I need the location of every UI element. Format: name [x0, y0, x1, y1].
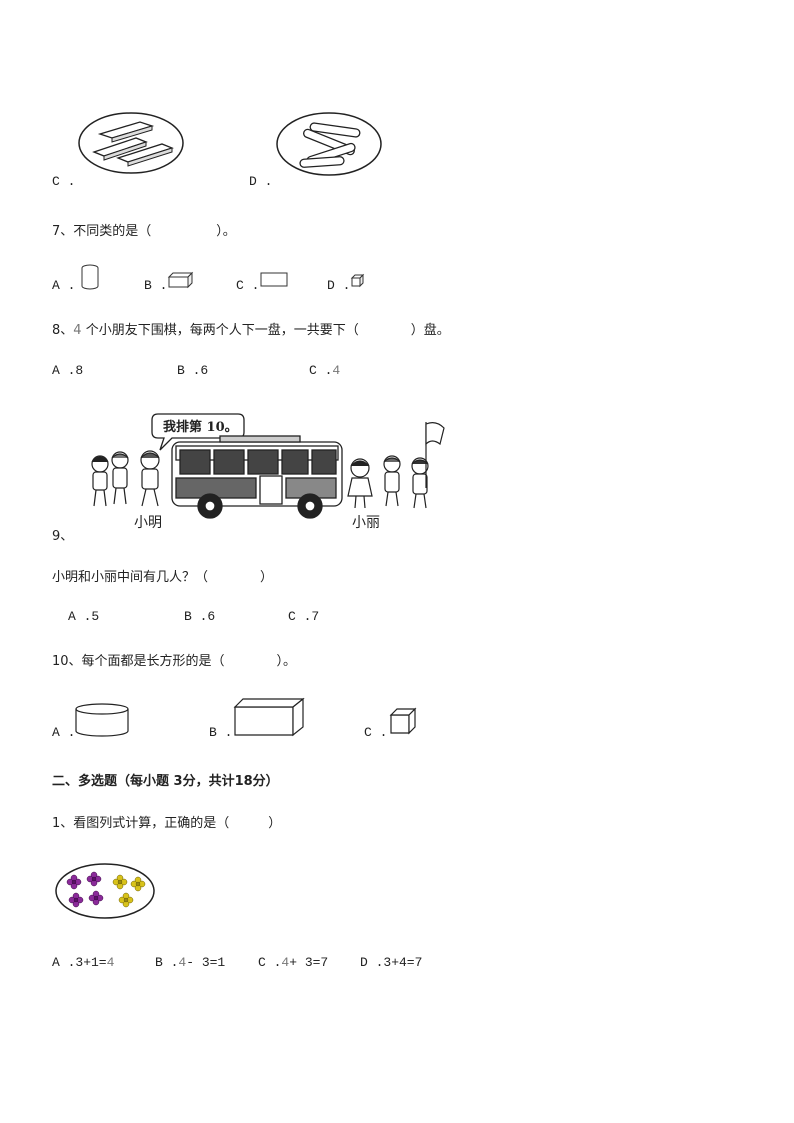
bus: [171, 435, 343, 519]
q8-option-c-prefix: C .: [309, 363, 333, 378]
rectangle-icon: [260, 272, 288, 287]
q8-option-c-value: 4: [332, 363, 341, 378]
speech-bubble-text: 我排第 10。: [163, 420, 238, 435]
bus-queue-illustration: [91, 413, 445, 519]
m1-option-b[interactable]: B .4- 3=1: [155, 955, 225, 970]
cylinder-icon: [81, 264, 99, 290]
name-xiaoming: 小明: [134, 515, 162, 531]
m1-stem: 1、看图列式计算，正确的是（ ）: [52, 816, 282, 831]
q10-option-b[interactable]: B .: [209, 725, 233, 740]
cylinder-shape: [75, 703, 129, 737]
purple-flowers: [66, 871, 104, 908]
q8-option-a[interactable]: A .8: [52, 363, 84, 378]
q7-option-b[interactable]: B .: [144, 278, 168, 293]
q8-stem-prefix: 8、: [52, 323, 74, 338]
q6-option-c[interactable]: C .: [52, 174, 76, 189]
round-sticks-image: [276, 112, 382, 176]
flowers-plate-image: [55, 863, 155, 919]
q10-option-c[interactable]: C .: [364, 725, 388, 740]
q10-stem: 10、每个面都是长方形的是（ ）。: [52, 654, 297, 669]
cuboid-icon: [167, 271, 194, 289]
yellow-flowers: [112, 874, 146, 908]
m1-option-c-value: 4: [281, 955, 290, 970]
cube-icon: [350, 273, 365, 288]
q7-stem: 7、不同类的是（ ）。: [52, 224, 236, 239]
m1-option-a[interactable]: A .3+1=4: [52, 955, 114, 970]
children-left: [91, 450, 160, 507]
children-right: [347, 422, 445, 509]
q8-option-b[interactable]: B .6: [177, 363, 209, 378]
q9-stem: 小明和小丽中间有几人？（ ）: [52, 570, 274, 585]
speech-bubble: [151, 413, 245, 451]
q10-option-a[interactable]: A .: [52, 725, 76, 740]
name-xiaoli: 小丽: [352, 515, 380, 531]
m1-option-b-prefix: B .: [155, 955, 179, 970]
flat-blocks-image: [78, 112, 184, 174]
q7-option-a[interactable]: A .: [52, 278, 76, 293]
cuboid-shape: [233, 697, 305, 737]
m1-option-d[interactable]: D .3+4=7: [360, 955, 423, 970]
q9-option-b[interactable]: B .6: [184, 609, 216, 624]
m1-option-c-rest: + 3=7: [289, 955, 329, 970]
q6-option-d[interactable]: D .: [249, 174, 273, 189]
m1-option-b-value: 4: [178, 955, 187, 970]
q9-option-c[interactable]: C .7: [288, 609, 320, 624]
q8-stem-rest: 个小朋友下围棋，每两个人下一盘，一共要下（ ）盘。: [81, 323, 450, 338]
q9-number: 9、: [52, 529, 74, 544]
q7-option-c[interactable]: C .: [236, 278, 260, 293]
q7-option-d[interactable]: D .: [327, 278, 351, 293]
q9-option-a[interactable]: A .5: [68, 609, 100, 624]
m1-option-b-rest: - 3=1: [186, 955, 226, 970]
cube-shape: [389, 707, 417, 735]
m1-option-a-prefix: A .3+1=: [52, 955, 107, 970]
q8-option-c[interactable]: C .4: [309, 363, 340, 378]
m1-option-a-value: 4: [106, 955, 115, 970]
m1-option-c[interactable]: C .4+ 3=7: [258, 955, 328, 970]
q8-stem-number: 4: [73, 323, 82, 338]
q8-stem: 8、4 个小朋友下围棋，每两个人下一盘，一共要下（ ）盘。: [52, 319, 450, 338]
m1-option-c-prefix: C .: [258, 955, 282, 970]
section-heading-multiple-choice: 二、多选题（每小题 3分，共计18分）: [52, 774, 279, 789]
